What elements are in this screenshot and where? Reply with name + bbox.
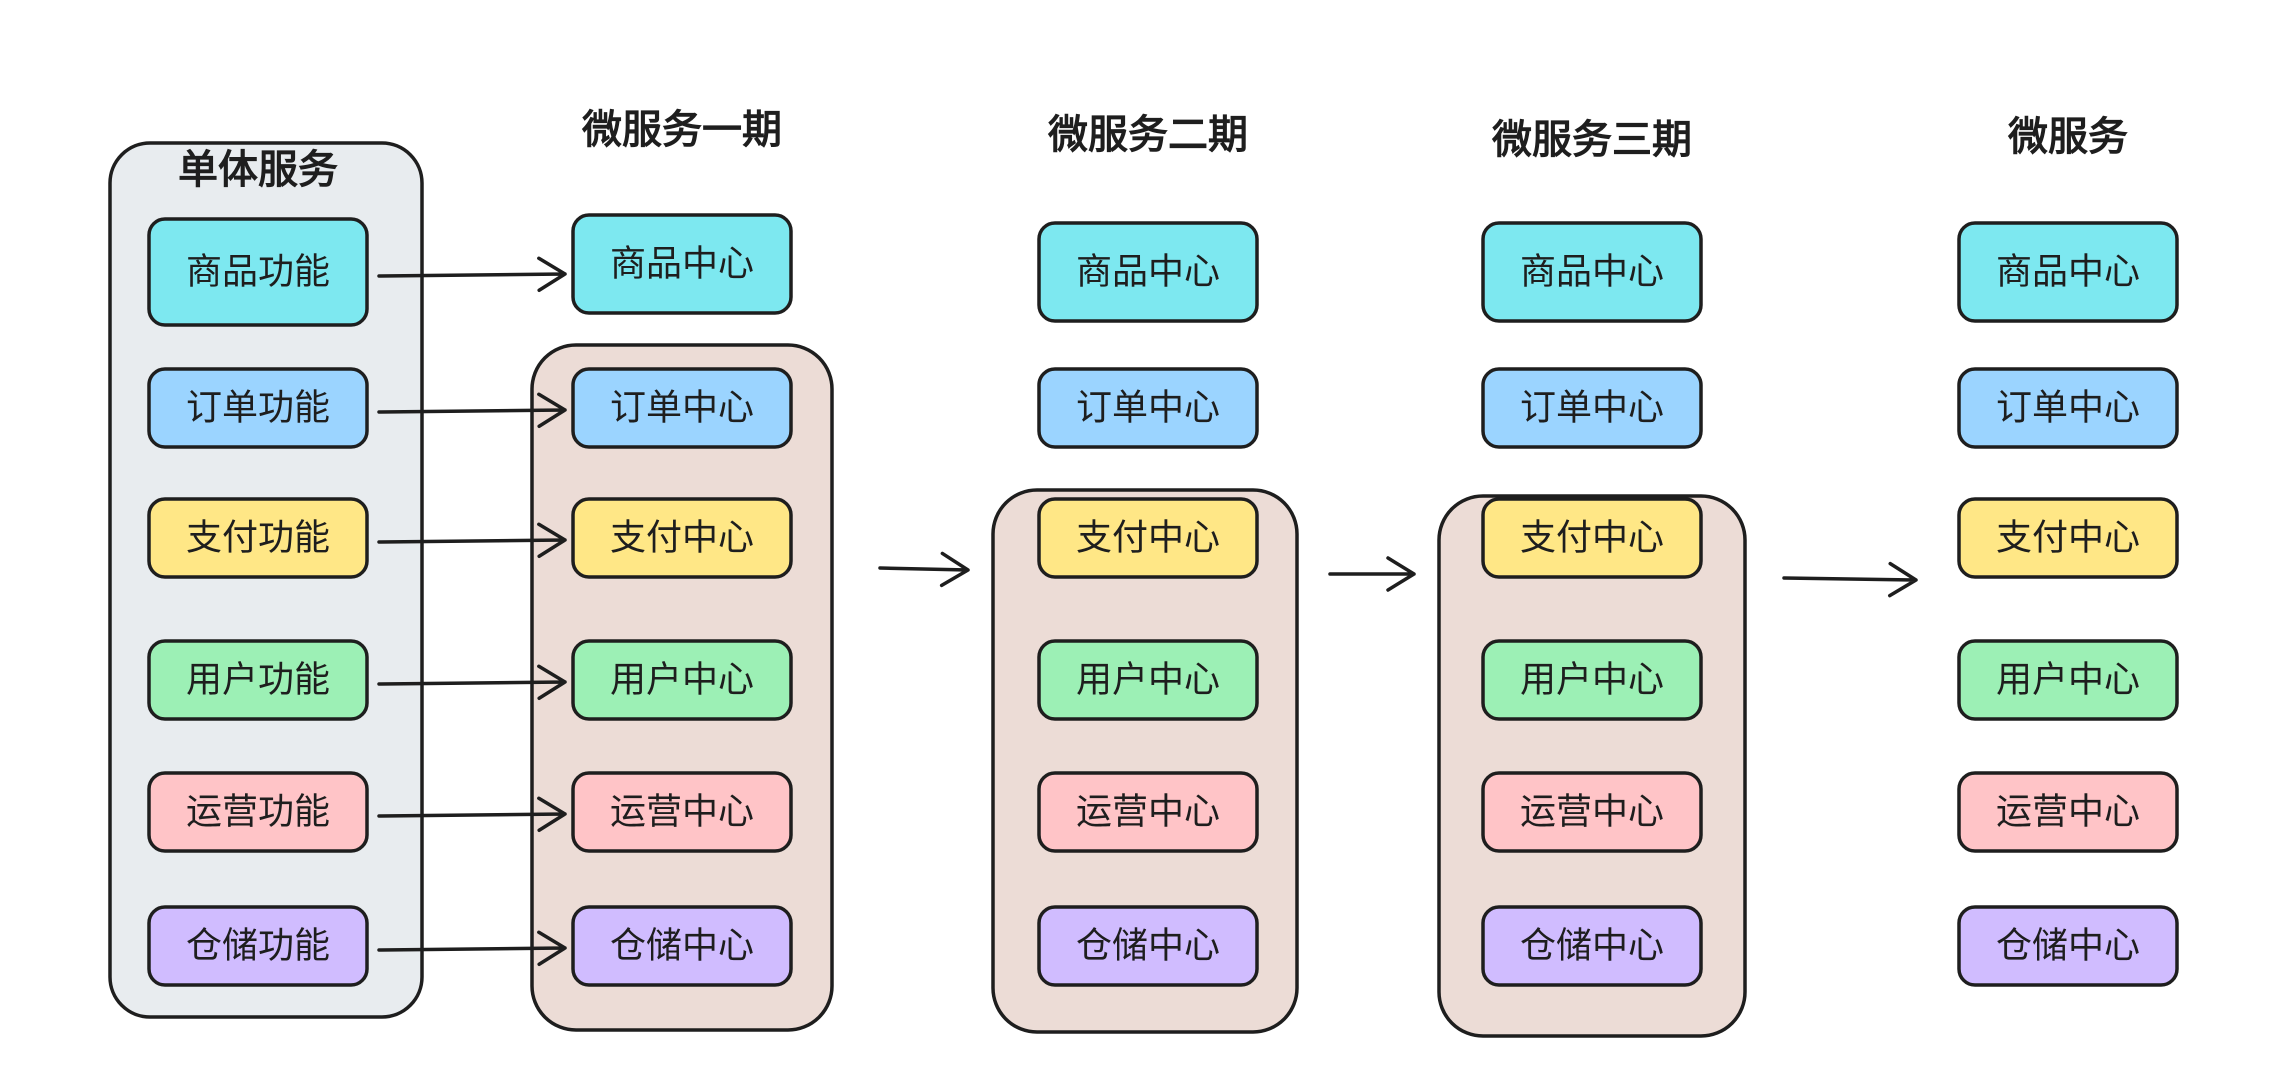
phase-4-item-label: 支付中心	[1996, 518, 2140, 559]
phase-4-item-pink	[1957, 771, 2179, 853]
phase-4-item-label: 商品中心	[1996, 252, 2140, 293]
phase-1-item-cyan	[571, 213, 793, 315]
phase-4-item-label: 用户中心	[1996, 660, 2140, 701]
monolith-item-cyan	[147, 217, 369, 327]
phase-2-item-label: 支付中心	[1076, 518, 1220, 559]
monolith-item-label: 运营功能	[186, 792, 330, 833]
phase-3-item-green	[1481, 639, 1703, 721]
phase-4-item-purple	[1957, 905, 2179, 987]
phase-3-item-yellow	[1481, 497, 1703, 579]
monolith-item-yellow	[147, 497, 369, 579]
monolith-item-purple	[147, 905, 369, 987]
phase-1-title: 微服务一期	[581, 107, 782, 153]
phase-1-item-label: 仓储中心	[610, 926, 754, 967]
migration-arrow-2	[377, 392, 567, 429]
monolith-title: 单体服务	[178, 147, 338, 193]
phase-3-title: 微服务三期	[1491, 117, 1692, 163]
phase-1-item-label: 用户中心	[610, 660, 754, 701]
phase-4-item-yellow	[1957, 497, 2179, 579]
phase-3-item-label: 仓储中心	[1520, 926, 1664, 967]
monolith-item-label: 用户功能	[186, 660, 330, 701]
phase-2-group-container	[991, 488, 1299, 1034]
phase-3-group-container	[1437, 494, 1747, 1038]
phase-3-item-pink	[1481, 771, 1703, 853]
phase-1-item-pink	[571, 771, 793, 853]
phase-1-item-blue	[571, 367, 793, 449]
phase-2-item-label: 仓储中心	[1076, 926, 1220, 967]
phase-3-item-blue	[1481, 367, 1703, 449]
phase-2-title: 微服务二期	[1047, 112, 1248, 158]
phase-2-item-label: 运营中心	[1076, 792, 1220, 833]
monolith-item-label: 支付功能	[186, 518, 330, 559]
phase-2-item-label: 订单中心	[1076, 388, 1220, 429]
phase-arrow-3-4	[1782, 561, 1918, 598]
migration-arrow-3	[377, 522, 567, 559]
phase-1-item-yellow	[571, 497, 793, 579]
migration-arrow-6	[377, 930, 567, 967]
migration-arrow-5	[377, 796, 567, 833]
phase-1-item-green	[571, 639, 793, 721]
phase-3-item-label: 支付中心	[1520, 518, 1664, 559]
phase-2-item-green	[1037, 639, 1259, 721]
phase-2-item-purple	[1037, 905, 1259, 987]
monolith-item-green	[147, 639, 369, 721]
phase-arrow-1-2	[878, 551, 970, 588]
phase-3-item-purple	[1481, 905, 1703, 987]
monolith-item-pink	[147, 771, 369, 853]
phase-4-item-label: 运营中心	[1996, 792, 2140, 833]
phase-1-item-label: 运营中心	[610, 792, 754, 833]
phase-4-item-label: 订单中心	[1996, 388, 2140, 429]
phase-3-item-label: 用户中心	[1520, 660, 1664, 701]
phase-4-item-blue	[1957, 367, 2179, 449]
phase-3-item-cyan	[1481, 221, 1703, 323]
phase-2-item-yellow	[1037, 497, 1259, 579]
monolith-item-label: 仓储功能	[186, 926, 330, 967]
phase-2-item-pink	[1037, 771, 1259, 853]
phase-1-item-purple	[571, 905, 793, 987]
phase-3-item-label: 订单中心	[1520, 388, 1664, 429]
phase-4-item-green	[1957, 639, 2179, 721]
phase-4-item-cyan	[1957, 221, 2179, 323]
phase-2-item-blue	[1037, 367, 1259, 449]
phase-1-item-label: 订单中心	[610, 388, 754, 429]
monolith-item-label: 订单功能	[186, 388, 330, 429]
phase-1-item-label: 商品中心	[610, 244, 754, 285]
monolith-item-label: 商品功能	[186, 252, 330, 293]
migration-arrow-1	[377, 256, 567, 293]
monolith-item-blue	[147, 367, 369, 449]
phase-2-item-label: 用户中心	[1076, 660, 1220, 701]
phase-3-item-label: 运营中心	[1520, 792, 1664, 833]
phase-4-title: 微服务	[2007, 114, 2128, 160]
phase-1-item-label: 支付中心	[610, 518, 754, 559]
phase-arrow-2-3	[1328, 556, 1416, 592]
migration-arrow-4	[377, 664, 567, 701]
phase-2-item-label: 商品中心	[1076, 252, 1220, 293]
phase-4-item-label: 仓储中心	[1996, 926, 2140, 967]
phase-3-item-label: 商品中心	[1520, 252, 1664, 293]
phase-2-item-cyan	[1037, 221, 1259, 323]
